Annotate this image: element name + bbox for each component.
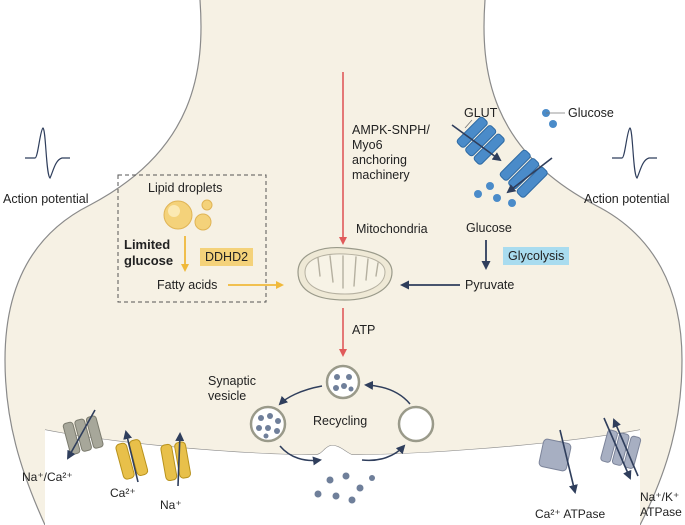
action-potential-wave-right	[612, 127, 657, 179]
terminal-membrane-outline	[4, 0, 683, 525]
label-glucose-outside: Glucose	[568, 106, 614, 120]
lipid-droplet	[201, 199, 213, 211]
released-neurotransmitter	[314, 472, 375, 504]
mitochondrion	[297, 247, 393, 301]
label-anchoring-1: AMPK-SNPH/	[352, 123, 430, 137]
label-anchoring-4: machinery	[352, 168, 410, 182]
label-glucose-limited: glucose	[124, 253, 174, 268]
lipid-droplet	[194, 213, 212, 231]
label-glut: GLUT	[464, 106, 498, 120]
action-potential-wave-left	[25, 127, 70, 179]
label-ca-channel: Ca²⁺	[110, 486, 136, 500]
vesicle-recycling-cycle	[249, 364, 435, 466]
lipid-metabolism-box	[117, 174, 267, 303]
na-ca-exchanger	[62, 415, 104, 455]
empty-vesicle	[397, 405, 435, 443]
label-anchoring-3: anchoring	[352, 153, 407, 167]
glut-transporter	[456, 116, 505, 165]
label-na-channel: Na⁺	[160, 498, 182, 512]
label-glucose-inside: Glucose	[466, 221, 512, 235]
glut-transporter	[499, 149, 548, 198]
label-pyruvate: Pyruvate	[465, 278, 515, 292]
label-recycling: Recycling	[313, 414, 368, 428]
label-action-potential-right: Action potential	[584, 192, 670, 206]
label-na-k-atpase-2: ATPase	[640, 505, 682, 519]
ddhd2-enzyme-tag: DDHD2	[200, 248, 254, 266]
glycolysis-tag: Glycolysis	[503, 247, 570, 265]
label-limited: Limited	[124, 237, 171, 252]
ca-atpase-pump	[538, 438, 572, 472]
label-fatty-acids: Fatty acids	[157, 278, 218, 292]
label-synaptic: Synaptic	[208, 374, 256, 388]
label-atp: ATP	[352, 323, 376, 337]
label-anchoring-2: Myo6	[352, 138, 383, 152]
label-vesicle: vesicle	[208, 389, 247, 403]
label-lipid-droplets: Lipid droplets	[148, 181, 223, 195]
synaptic-vesicle	[325, 364, 361, 400]
label-ca-atpase: Ca²⁺ ATPase	[535, 507, 606, 521]
label-mitochondria: Mitochondria	[356, 222, 428, 236]
label-action-potential-left: Action potential	[3, 192, 89, 206]
label-na-k-atpase-1: Na⁺/K⁺	[640, 490, 680, 504]
label-na-ca-exchanger: Na⁺/Ca²⁺	[22, 470, 73, 484]
